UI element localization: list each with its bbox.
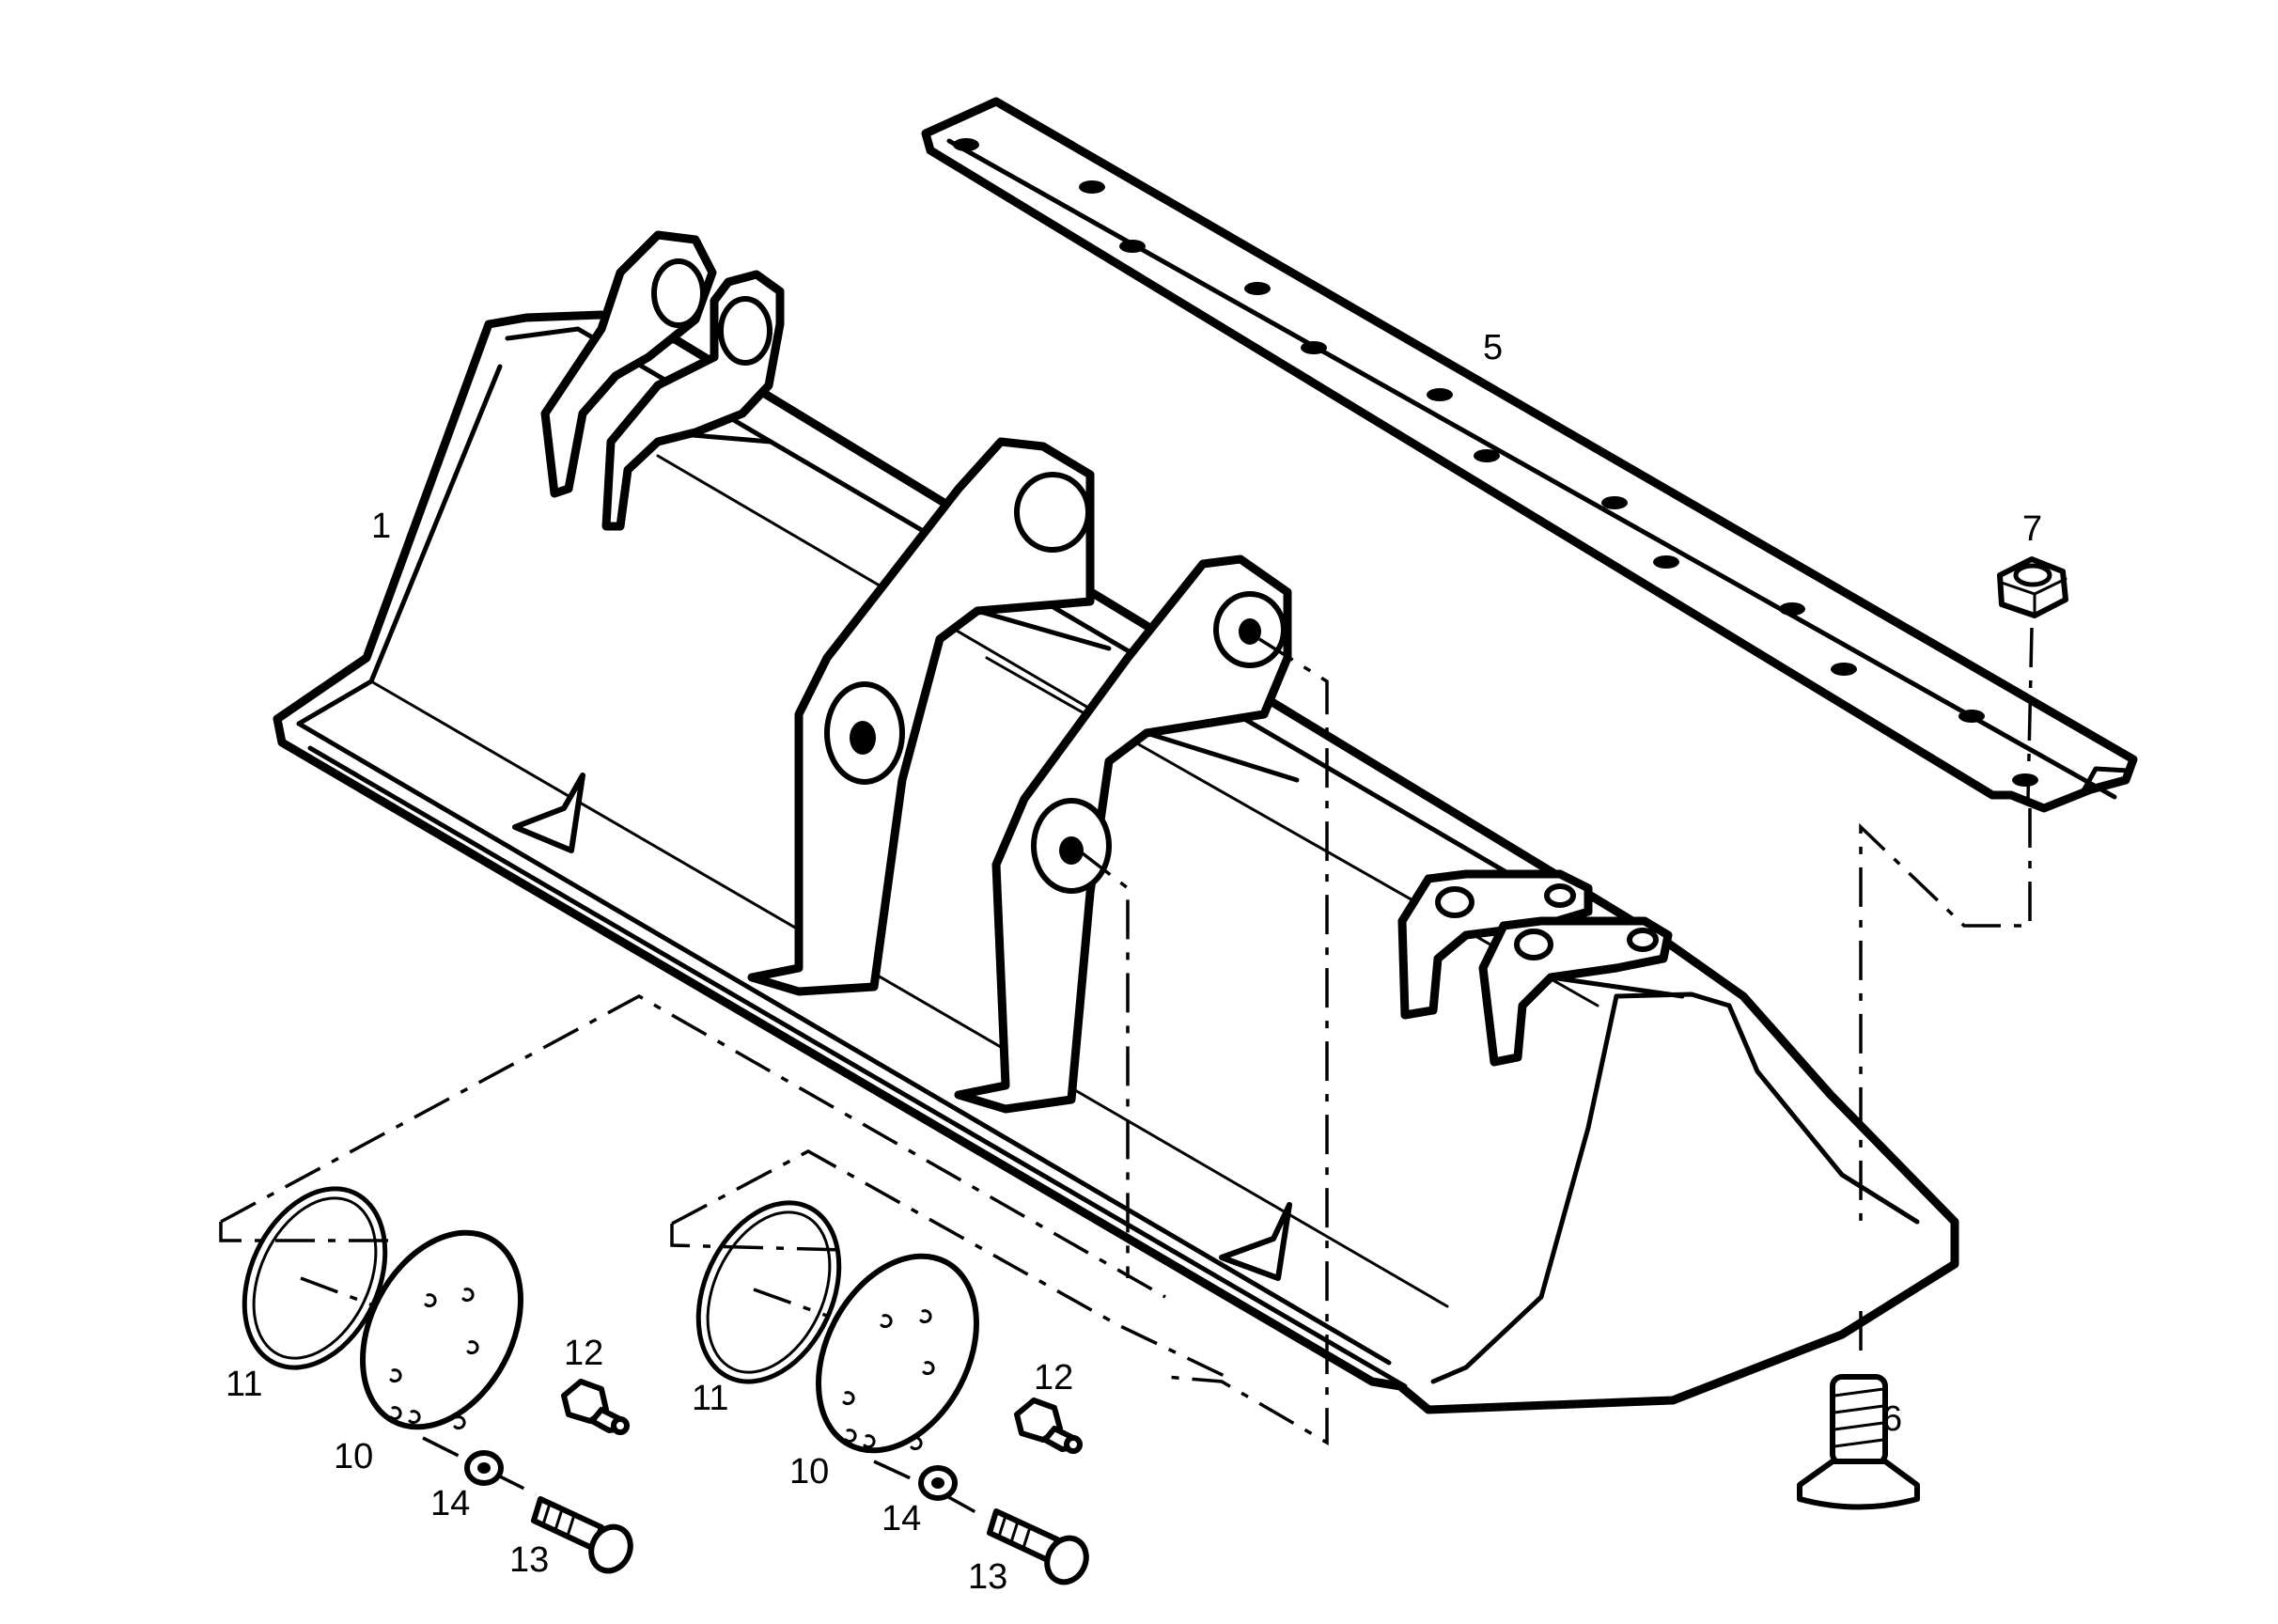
screw-13-left xyxy=(531,1496,633,1574)
callout-grease-fitting-left: 12 xyxy=(564,1334,603,1373)
bracket-left-lugs xyxy=(540,230,785,531)
callout-washer-left: 14 xyxy=(430,1484,470,1523)
screw-13-right xyxy=(987,1508,1089,1585)
callout-screw-left: 13 xyxy=(509,1540,549,1580)
nut-7 xyxy=(1997,556,2068,618)
grease-fitting-12-right xyxy=(1014,1398,1083,1454)
callout-washer-right: 14 xyxy=(882,1499,921,1538)
cover-plate-10-right xyxy=(816,1253,979,1454)
grease-fitting-12-left xyxy=(561,1379,630,1435)
callout-screw-right: 13 xyxy=(968,1557,1007,1597)
bolt-6 xyxy=(1797,1374,1920,1510)
callout-nut: 7 xyxy=(2022,509,2042,549)
callout-cutting-edge: 5 xyxy=(1483,328,1503,367)
cutting-edge-bolt-holes xyxy=(953,138,2038,787)
callout-bolt: 6 xyxy=(1882,1399,1902,1439)
bucket-body xyxy=(273,310,1959,1414)
callout-ring-right: 11 xyxy=(692,1379,728,1418)
callout-bucket: 1 xyxy=(371,507,391,546)
cutting-edge-blade xyxy=(921,97,2138,813)
ring-11-right xyxy=(695,1200,842,1384)
cover-plate-10-left xyxy=(360,1229,523,1430)
bracket-right xyxy=(954,554,1300,1114)
washer-14-right xyxy=(918,1465,958,1501)
callout-cover-plate-right: 10 xyxy=(789,1452,829,1491)
bracket-right-lugs xyxy=(1397,869,1685,1067)
callout-grease-fitting-right: 12 xyxy=(1034,1358,1073,1398)
dash-dot-leader-lines xyxy=(219,627,2034,1515)
callout-ring-left: 11 xyxy=(226,1365,262,1404)
washer-14-left xyxy=(464,1450,504,1486)
callout-cover-plate-left: 10 xyxy=(334,1437,373,1476)
bracket-center xyxy=(747,437,1112,996)
